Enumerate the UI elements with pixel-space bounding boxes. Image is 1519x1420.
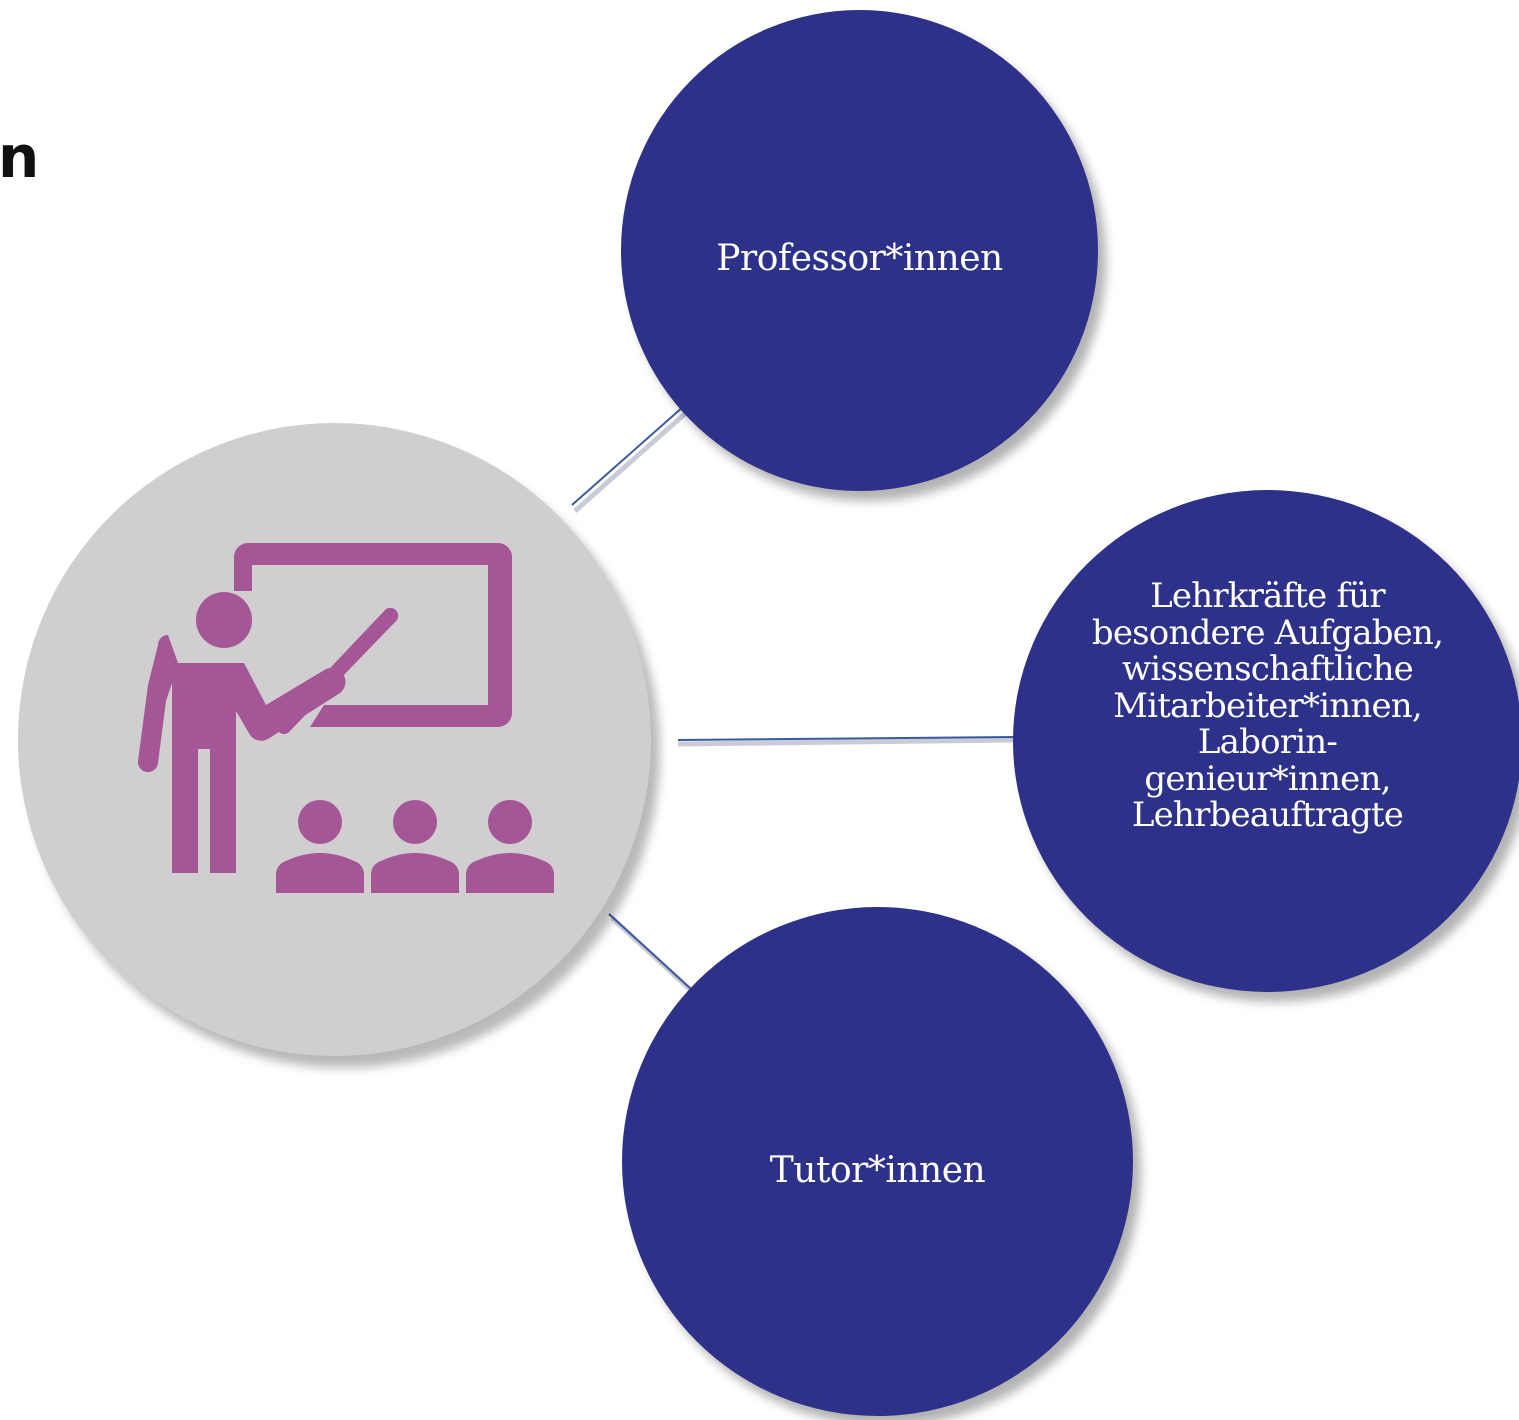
audience-head-1-icon [298,800,342,844]
audience-body-1-icon [275,853,365,893]
teacher-presentation-icon [137,543,555,893]
connector-lehr [677,736,1015,741]
teacher-body-icon [137,635,346,873]
teacher-icon-group [137,543,555,893]
audience-head-3-icon [488,800,532,844]
audience-body-2-icon [370,853,460,893]
connector-tutor [608,913,693,991]
node-professors: Professor*innen [621,10,1098,491]
teacher-head-icon [196,592,252,648]
audience-body-3-icon [465,853,555,893]
connector-prof-line [571,405,685,506]
node-tutors: Tutor*innen [622,907,1133,1416]
hub-circle [18,423,651,1056]
connector-prof [573,410,689,513]
board-frame-icon [234,543,512,727]
page-heading: n [0,123,40,191]
node-label-professors: Professor*innen [716,238,1003,279]
connector-lehr-shadow [677,737,1015,747]
node-label-tutors: Tutor*innen [769,1150,986,1191]
node-label-lecturers: Lehrkräfte für besondere Aufgaben, wisse… [1091,576,1444,835]
audience-head-2-icon [393,800,437,844]
node-lecturers: Lehrkräfte für besondere Aufgaben, wisse… [1013,490,1519,992]
